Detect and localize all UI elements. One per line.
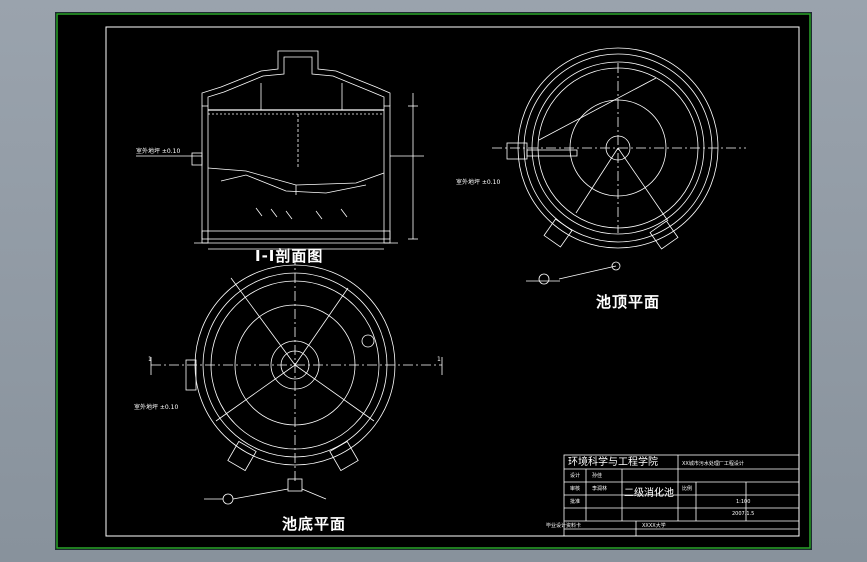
title-block-left-note: 毕业设计资料卡 (546, 523, 582, 529)
elevation-note-top: 室外地坪 ±0.10 (456, 179, 501, 186)
cad-drawing-sheet[interactable]: Ⅰ-Ⅰ剖面图 池顶平面 池底平面 1 1 室外地坪 ±0.10 室外地坪 ±0.… (55, 12, 812, 550)
sheet-inner-border (105, 26, 800, 537)
title-block-lines (563, 454, 800, 537)
title-block-project: XX城市污水处理厂工程设计 (682, 461, 744, 467)
title-block-drawing-name: 二级消化池 (624, 488, 674, 499)
section-mark-right: 1 (437, 356, 441, 363)
drawing-canvas[interactable] (56, 13, 811, 549)
title-block-date-value: 2007.1.5 (732, 511, 755, 517)
section-view-1-1 (136, 50, 424, 250)
bottom-view-title: 池底平面 (282, 515, 347, 533)
title-block-designer: 孙佳 (592, 473, 603, 479)
title-block-row-approve: 批准 (570, 499, 581, 505)
elevation-note-bottom: 室外地坪 ±0.10 (134, 404, 179, 411)
section-mark-left: 1 (148, 356, 152, 363)
title-block-bottom-note: XXXX大学 (642, 523, 666, 529)
top-view-title: 池顶平面 (596, 293, 661, 311)
title-block-scale-value: 1:100 (736, 499, 751, 505)
sheet-outer-border (56, 13, 811, 549)
bottom-view-left (150, 255, 443, 505)
title-block-checker: 李润林 (592, 486, 608, 492)
section-view-title: Ⅰ-Ⅰ剖面图 (255, 247, 324, 265)
elevation-note-section: 室外地坪 ±0.10 (136, 148, 181, 155)
title-block-school: 环境科学与工程学院 (568, 457, 658, 468)
title-block-row-design: 设计 (570, 473, 581, 479)
top-view-right (492, 47, 746, 285)
title-block-row-check: 审核 (570, 486, 581, 492)
title-block-scale-label: 比例 (682, 486, 693, 492)
